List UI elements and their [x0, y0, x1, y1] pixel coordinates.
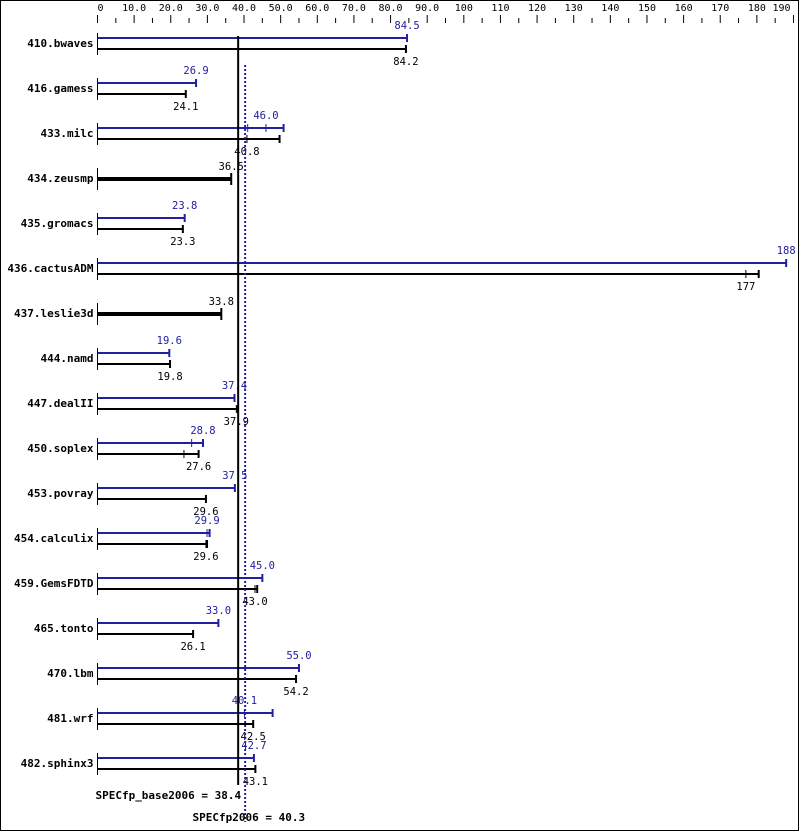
peak-mean-label: SPECfp2006 = 40.3: [193, 811, 306, 824]
x-tick-label: 110: [491, 3, 509, 14]
x-tick-label: 70.0: [342, 3, 366, 14]
peak-value-label: 46.0: [253, 110, 278, 122]
benchmark-row: 437.leslie3d 33.8: [14, 296, 234, 325]
x-tick-label: 60.0: [305, 3, 329, 14]
base-value-label: 24.1: [173, 101, 198, 113]
benchmark-label: 410.bwaves: [27, 37, 93, 50]
benchmark-label: 447.dealII: [27, 397, 93, 410]
benchmark-label: 437.leslie3d: [14, 307, 93, 320]
base-value-label: 177: [736, 281, 755, 293]
peak-value-label: 23.8: [172, 200, 197, 212]
benchmark-label: 470.lbm: [47, 667, 94, 680]
benchmark-label: 444.namd: [41, 352, 94, 365]
base-mean-label: SPECfp_base2006 = 38.4: [95, 789, 241, 802]
benchmark-row: 436.cactusADM 188 177: [7, 245, 795, 293]
benchmark-row: 454.calculix 29.9 29.6: [14, 515, 220, 563]
base-value-label: 19.8: [157, 371, 182, 383]
benchmark-label: 459.GemsFDTD: [14, 577, 94, 590]
x-tick-label: 80.0: [379, 3, 403, 14]
base-value-label: 54.2: [283, 686, 308, 698]
base-value-label: 42.5: [241, 731, 266, 743]
benchmark-row: 482.sphinx3 42.7 43.1: [21, 740, 268, 788]
benchmark-row: 434.zeusmp 36.5: [27, 161, 244, 190]
base-value-label: 43.1: [243, 776, 268, 788]
x-tick-label: 90.0: [415, 3, 439, 14]
x-tick-label: 130: [565, 3, 583, 14]
peak-value-label: 28.8: [190, 425, 215, 437]
peak-value-label: 84.5: [394, 20, 419, 32]
peak-value-label: 19.6: [157, 335, 182, 347]
x-tick-label: 100: [455, 3, 473, 14]
peak-value-label: 37.5: [222, 470, 247, 482]
benchmark-row: 453.povray 37.5 29.6: [27, 470, 247, 518]
x-tick-label: 170: [711, 3, 729, 14]
x-tick-label: 140: [601, 3, 619, 14]
x-tick-label: 30.0: [195, 3, 219, 14]
benchmark-label: 416.gamess: [27, 82, 93, 95]
base-value-label: 27.6: [186, 461, 211, 473]
peak-value-label: 33.0: [206, 605, 231, 617]
benchmark-row: 435.gromacs 23.8 23.3: [21, 200, 198, 248]
base-value-label: 40.8: [234, 146, 259, 158]
peak-value-label: 42.7: [241, 740, 266, 752]
peak-value-label: 37.4: [222, 380, 247, 392]
benchmark-label: 433.milc: [41, 127, 94, 140]
benchmark-label: 454.calculix: [14, 532, 94, 545]
base-value-label: 26.1: [180, 641, 205, 653]
benchmark-label: 435.gromacs: [21, 217, 94, 230]
x-tick-label: 180: [748, 3, 766, 14]
benchmark-label: 450.soplex: [27, 442, 94, 455]
peak-value-label: 45.0: [250, 560, 275, 572]
benchmark-row: 410.bwaves 84.5 84.2: [27, 20, 419, 68]
x-tick-label: 20.0: [159, 3, 183, 14]
x-tick-label: 190: [772, 3, 790, 14]
benchmark-row: 416.gamess 26.9 24.1: [27, 65, 208, 113]
benchmark-row: 444.namd 19.6 19.8: [41, 335, 183, 383]
x-tick-label: 120: [528, 3, 546, 14]
x-tick-label: 40.0: [232, 3, 256, 14]
benchmark-label: 465.tonto: [34, 622, 94, 635]
peak-value-label: 26.9: [183, 65, 208, 77]
x-tick-label: 160: [675, 3, 693, 14]
peak-value-label: 55.0: [286, 650, 311, 662]
benchmark-label: 481.wrf: [47, 712, 93, 725]
benchmark-row: 465.tonto 33.0 26.1: [34, 605, 231, 653]
x-axis: 0 10.0 20.0 30.0 40.0 50.0 60.0 70.0 80.0 90.0 100…: [0, 0, 799, 23]
benchmark-row: 450.soplex 28.8 27.6: [27, 425, 215, 473]
x-tick-label: 10.0: [122, 3, 146, 14]
base-value-label: 36.5: [219, 161, 244, 173]
base-value-label: 23.3: [170, 236, 195, 248]
base-value-label: 84.2: [393, 56, 418, 68]
base-value-label: 29.6: [193, 506, 218, 518]
base-value-label: 33.8: [209, 296, 234, 308]
peak-value-label: 29.9: [194, 515, 219, 527]
x-tick-label: 50.0: [269, 3, 293, 14]
benchmark-label: 482.sphinx3: [21, 757, 94, 770]
benchmark-label: 434.zeusmp: [27, 172, 94, 185]
benchmark-row: 459.GemsFDTD 45.0 43.0: [14, 560, 275, 608]
base-value-label: 29.6: [193, 551, 218, 563]
benchmark-label: 436.cactusADM: [7, 262, 93, 275]
x-tick-label: 150: [638, 3, 656, 14]
benchmark-row: 447.dealII 37.4 37.9: [27, 380, 249, 428]
x-tick-label: 0: [98, 3, 104, 14]
peak-value-label: 188: [777, 245, 796, 257]
benchmark-row: 470.lbm 55.0 54.2: [47, 650, 311, 698]
base-value-label: 37.9: [224, 416, 249, 428]
benchmark-label: 453.povray: [27, 487, 94, 500]
base-value-label: 43.0: [242, 596, 267, 608]
benchmark-row: 433.milc 46.0 40.8: [41, 110, 285, 158]
benchmark-rows: 410.bwaves84.584.2416.gamess26.924.1433.…: [7, 20, 795, 788]
